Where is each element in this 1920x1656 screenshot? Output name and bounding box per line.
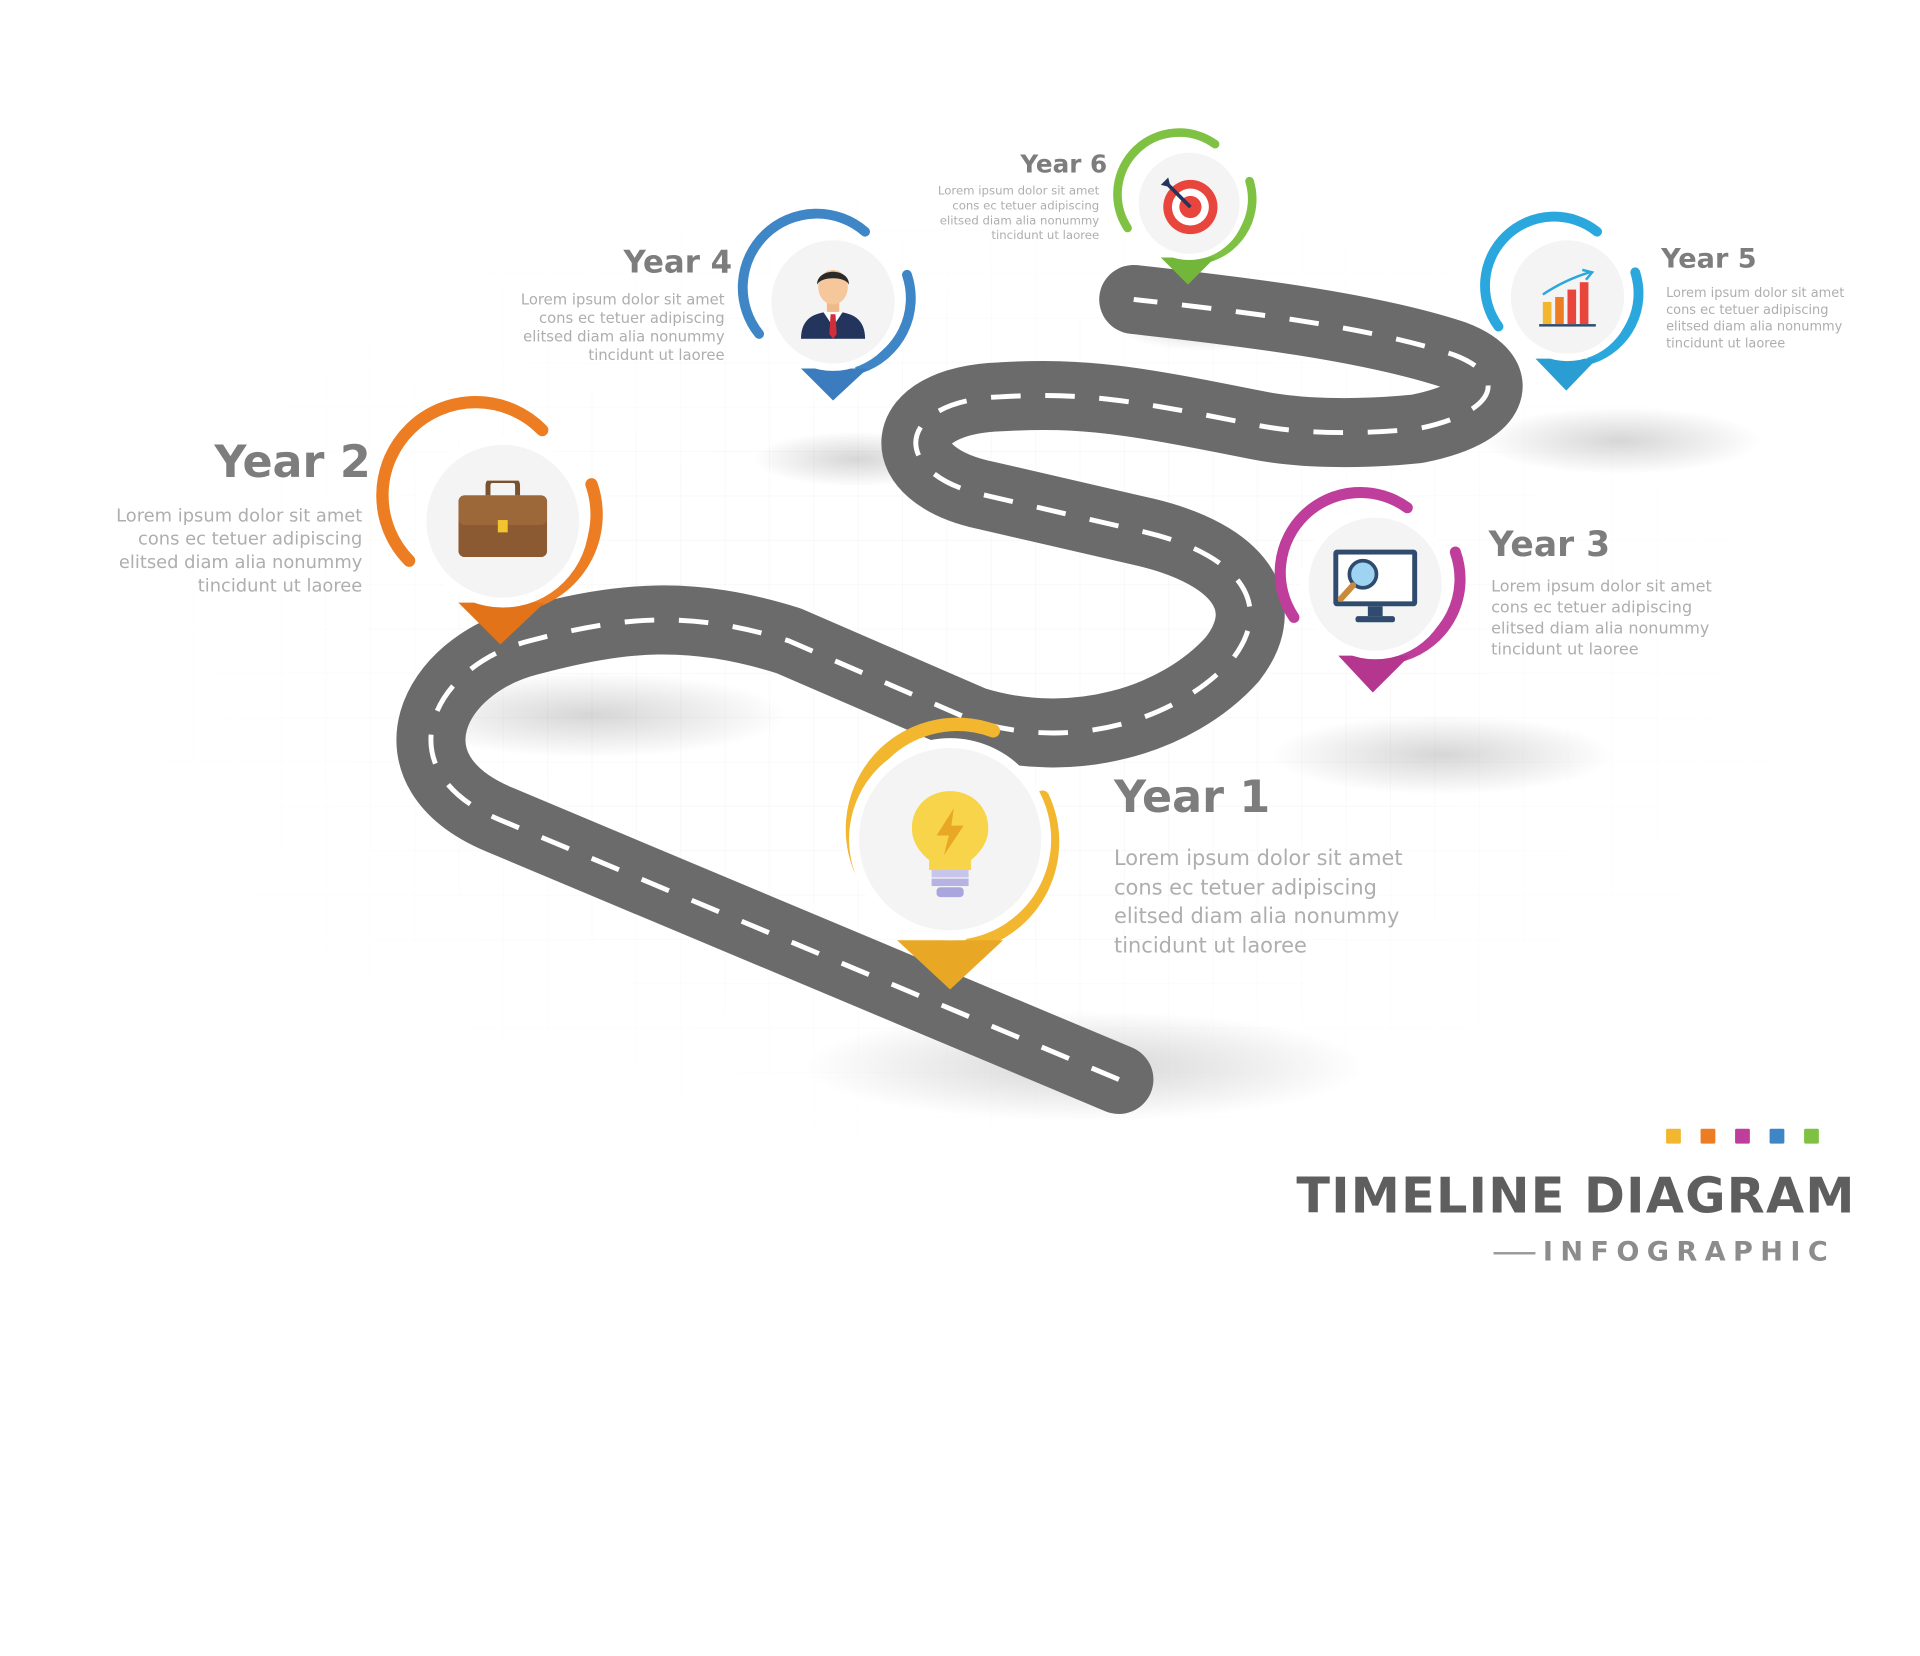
year-6-description: Lorem ipsum dolor sit amet cons ec tetue… [937,184,1100,243]
color-palette-dots [1666,1128,1819,1144]
palette-dot [1804,1128,1819,1144]
briefcase-icon [458,478,548,562]
palette-dot [1666,1128,1681,1144]
year-4-label: Year 4 [623,243,733,280]
bar-chart-icon [1538,267,1600,334]
year-2-description: Lorem ipsum dolor sit amet cons ec tetue… [116,506,363,597]
year-5-description: Lorem ipsum dolor sit amet cons ec tetue… [1666,285,1845,351]
subtitle-rule [1493,1252,1536,1255]
year-3-description: Lorem ipsum dolor sit amet cons ec tetue… [1491,577,1712,660]
year-1-label: Year 1 [1113,772,1271,824]
businessman-icon [799,262,868,343]
year-2-label: Year 2 [214,437,371,488]
monitor-search-icon [1331,547,1420,631]
pin-year-5 [1480,211,1651,399]
diagram-title: TIMELINE DIAGRAM [1296,1168,1856,1225]
palette-dot [1700,1128,1716,1144]
pin-shadow [1478,406,1763,475]
diagram-subtitle: INFOGRAPHIC [1542,1237,1836,1269]
pin-shadow [1269,714,1615,795]
year-1-description: Lorem ipsum dolor sit amet cons ec tetue… [1113,846,1403,959]
palette-dot [1735,1128,1750,1144]
palette-dot [1769,1128,1785,1144]
year-6-label: Year 6 [1020,149,1108,179]
lightbulb-icon [909,789,990,907]
year-3-label: Year 3 [1488,523,1611,565]
year-4-description: Lorem ipsum dolor sit amet cons ec tetue… [520,290,725,364]
winding-road [396,264,1523,1114]
year-5-label: Year 5 [1661,243,1757,275]
target-icon [1158,175,1220,242]
